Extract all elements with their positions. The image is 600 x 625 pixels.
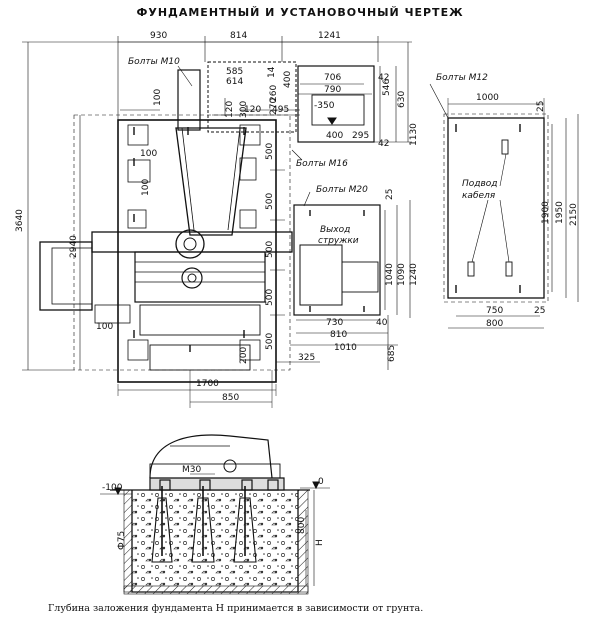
label-bolts-m16: Болты М16 bbox=[296, 159, 348, 169]
dim-1900: 1900 bbox=[541, 201, 551, 224]
dim-minus-100: -100 bbox=[102, 483, 123, 493]
label-bolts-m12: Болты М12 bbox=[436, 73, 488, 83]
dim-2150: 2150 bbox=[569, 203, 579, 226]
dim-14: 14 bbox=[267, 66, 277, 78]
dim-200: 200 bbox=[239, 347, 249, 364]
dim-630: 630 bbox=[397, 91, 407, 108]
dim-3640: 3640 bbox=[15, 209, 25, 232]
dim-1241: 1241 bbox=[318, 31, 341, 41]
dim-1130: 1130 bbox=[409, 123, 419, 146]
dim-500-d: 500 bbox=[265, 289, 275, 306]
label-m30: М30 bbox=[182, 465, 201, 475]
dim-400-a: 400 bbox=[283, 71, 293, 88]
dim-100-b: 100 bbox=[140, 149, 157, 159]
dim-730: 730 bbox=[326, 318, 343, 328]
dim-1950: 1950 bbox=[555, 201, 565, 224]
dim-800-b: 800 bbox=[297, 517, 307, 534]
dim-500-a: 500 bbox=[265, 143, 275, 160]
dim-100-d: 100 bbox=[96, 322, 113, 332]
label-chip-outlet-2: стружки bbox=[318, 236, 359, 246]
dim-zero: 0 bbox=[318, 477, 324, 487]
dim-850: 850 bbox=[222, 393, 239, 403]
dim-500-c: 500 bbox=[265, 241, 275, 258]
dim-1010: 1010 bbox=[334, 343, 357, 353]
dim-685: 685 bbox=[387, 345, 397, 362]
dim-295: 295 bbox=[352, 131, 369, 141]
dim-300: 300 bbox=[239, 101, 249, 118]
label-bolts-m10: Болты М10 bbox=[128, 57, 180, 67]
dim-1000: 1000 bbox=[476, 93, 499, 103]
dim-546: 546 bbox=[382, 79, 392, 96]
dim-495: 495 bbox=[272, 105, 289, 115]
dim-1040: 1040 bbox=[385, 263, 395, 286]
dim-25-c: 25 bbox=[534, 306, 545, 316]
dim-25-b: 25 bbox=[385, 189, 395, 200]
dim-790: 790 bbox=[324, 85, 341, 95]
dim-1240: 1240 bbox=[409, 263, 419, 286]
dim-h: H bbox=[315, 539, 325, 546]
dim-100-a: 100 bbox=[153, 89, 163, 106]
label-cable-inlet-2: кабеля bbox=[462, 191, 496, 201]
label-cable-inlet-1: Подвод bbox=[462, 179, 498, 189]
dim-614: 614 bbox=[226, 77, 243, 87]
drawing-caption: Глубина заложения фундамента H принимает… bbox=[48, 603, 424, 614]
dim-585: 585 bbox=[226, 67, 243, 77]
dim-120-b: 120 bbox=[244, 105, 261, 115]
dim-800-a: 800 bbox=[486, 319, 503, 329]
dim-500-b: 500 bbox=[265, 193, 275, 210]
dim-1700: 1700 bbox=[196, 379, 219, 389]
dim-500-e: 500 bbox=[265, 333, 275, 350]
dim-270: 270 bbox=[269, 98, 279, 115]
dim-810: 810 bbox=[330, 330, 347, 340]
dim-100-c: 100 bbox=[141, 179, 151, 196]
dim-42-a: 42 bbox=[378, 73, 389, 83]
dim-325: 325 bbox=[298, 353, 315, 363]
dim-260: 260 bbox=[269, 85, 279, 102]
label-chip-outlet-1: Выход bbox=[320, 225, 350, 235]
dim-25-a: 25 bbox=[536, 101, 546, 112]
dim-40: 40 bbox=[376, 318, 388, 328]
dim-930: 930 bbox=[150, 31, 167, 41]
dim-120-a: 120 bbox=[225, 101, 235, 118]
dim-42-b: 42 bbox=[378, 139, 389, 149]
drawing-title: ФУНДАМЕНТНЫЙ И УСТАНОВОЧНЫЙ ЧЕРТЕЖ bbox=[136, 6, 464, 19]
dim-706: 706 bbox=[324, 73, 341, 83]
dim-750: 750 bbox=[486, 306, 503, 316]
dim-814: 814 bbox=[230, 31, 247, 41]
dim-1090: 1090 bbox=[397, 263, 407, 286]
dim-400-b: 400 bbox=[326, 131, 343, 141]
dim-minus-350: -350 bbox=[314, 101, 335, 111]
label-bolts-m20: Болты М20 bbox=[316, 185, 368, 195]
dim-2940: 2940 bbox=[69, 235, 79, 258]
dim-phi-75: Ф75 bbox=[117, 531, 127, 550]
